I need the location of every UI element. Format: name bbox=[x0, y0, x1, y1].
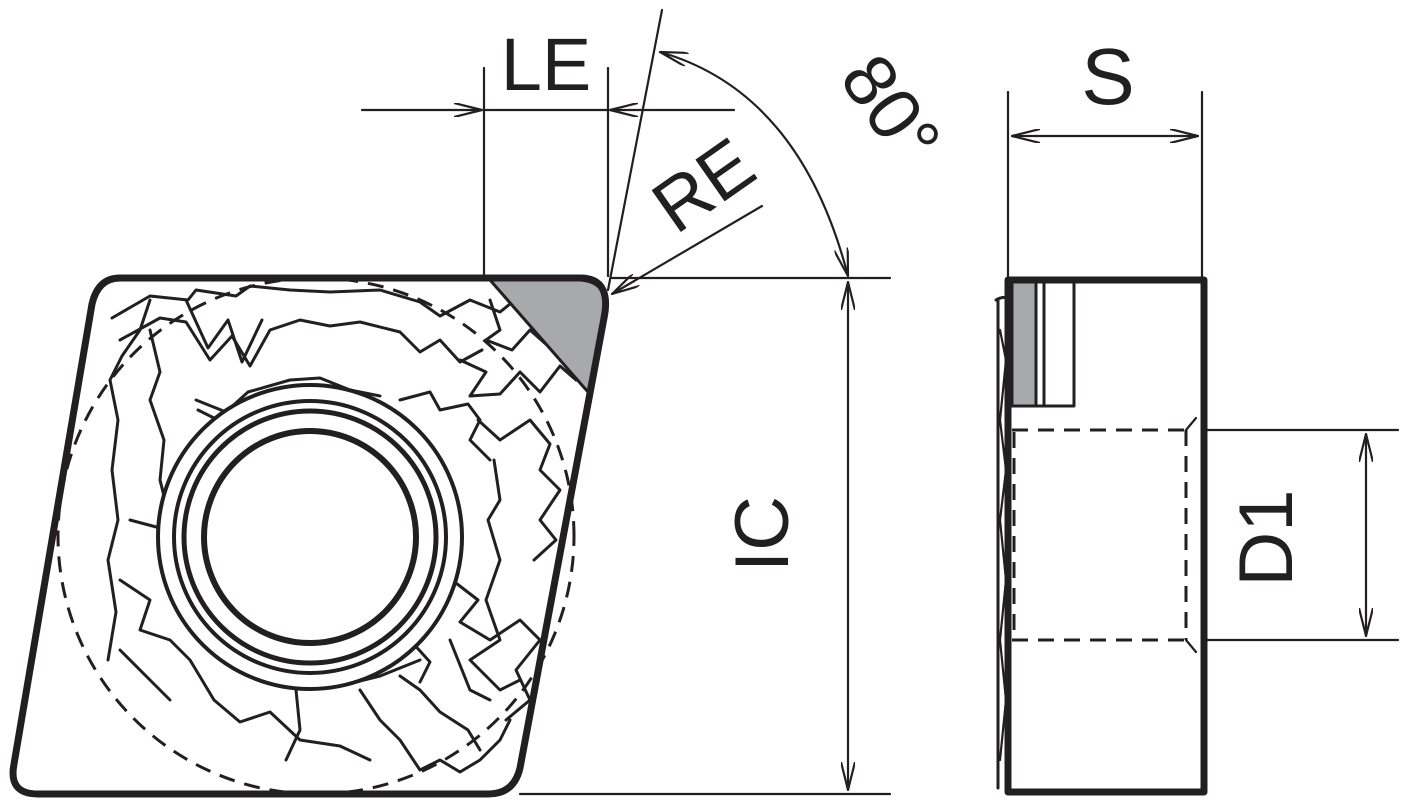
angle-label: 80° bbox=[825, 40, 957, 179]
hole-bore bbox=[201, 428, 419, 646]
insert-side-view bbox=[994, 90, 1400, 796]
inscribed-circle-dashed bbox=[56, 276, 576, 796]
s-label: S bbox=[1081, 32, 1134, 121]
hole-inner-ring bbox=[181, 408, 439, 666]
d1-label: D1 bbox=[1224, 489, 1309, 586]
side-outline bbox=[1004, 276, 1208, 796]
cutting-corner-highlight bbox=[486, 278, 607, 396]
insert-outline bbox=[9, 274, 610, 798]
re-label: RE bbox=[637, 122, 769, 249]
insert-top-view bbox=[9, 274, 610, 798]
side-corner-highlight bbox=[1010, 280, 1038, 408]
hole-middle-ring bbox=[172, 399, 448, 675]
ic-label: IC bbox=[720, 496, 805, 572]
dimension-lines bbox=[360, 8, 892, 796]
le-label: LE bbox=[501, 23, 592, 106]
